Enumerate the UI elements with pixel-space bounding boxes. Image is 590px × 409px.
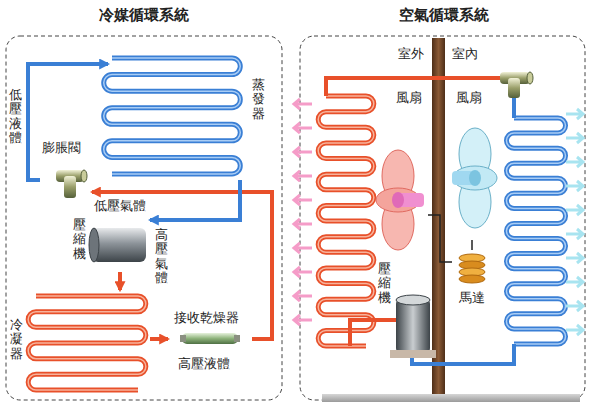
motor-wire	[428, 215, 452, 262]
airflow-arrow	[566, 277, 583, 287]
airflow-arrow	[294, 243, 312, 253]
panel-border	[300, 36, 585, 400]
refrigerant-pipe	[350, 320, 396, 346]
motor-coil	[459, 275, 485, 283]
condenser: 冷凝器	[8, 290, 150, 396]
indoor-fan: 風扇	[450, 88, 505, 240]
valve-stem	[64, 176, 76, 198]
motor: 馬達	[452, 250, 492, 310]
motor-wire	[471, 240, 473, 250]
airflow-arrow	[566, 181, 583, 191]
coil-tube	[318, 96, 374, 346]
compressor: 壓縮機	[376, 258, 432, 358]
airflow-arrow	[294, 291, 312, 301]
coil-tube	[506, 118, 565, 344]
airflow-arrow	[566, 301, 583, 311]
airflow-arrow	[566, 205, 583, 215]
airflow-arrow	[294, 195, 312, 205]
airflow-arrow	[566, 157, 583, 167]
fan-hub	[392, 192, 404, 208]
compressor-top	[396, 295, 430, 305]
panel-title: 冷媒循環系統	[99, 6, 189, 24]
ground	[322, 394, 580, 402]
coil-shine	[318, 96, 374, 346]
refrigerant-pipe	[150, 180, 240, 220]
component-label: 冷凝器	[10, 318, 23, 361]
airflow-arrow	[294, 219, 312, 229]
refrigerant-pipe	[150, 337, 168, 341]
airflow-arrow	[566, 133, 583, 143]
airflow-arrow	[294, 123, 312, 133]
panel-title: 空氣循環系統	[399, 6, 489, 24]
pipe-state-label: 高壓氣體	[155, 228, 168, 285]
pipe-state-label: 高壓液體	[178, 356, 230, 372]
valve-cap	[527, 72, 533, 84]
component-label: 風扇	[456, 90, 482, 106]
component-label: 膨脹閥	[42, 140, 81, 156]
valve-stem	[508, 78, 520, 98]
airflow-arrow	[294, 147, 312, 157]
drier-cap	[180, 335, 186, 342]
coil-group	[28, 58, 565, 390]
refrigerant-pipe	[118, 272, 122, 290]
coil-tube	[104, 58, 241, 174]
airflow-arrow	[294, 171, 312, 181]
airflow-arrow	[294, 315, 312, 325]
drier-tube	[182, 333, 238, 344]
compressor-base	[390, 350, 436, 358]
airflow-arrow	[294, 267, 312, 277]
coil-shine	[28, 296, 146, 390]
fan-blade	[453, 166, 497, 190]
wall	[432, 38, 445, 396]
drier-cap	[234, 335, 240, 342]
coil-shine	[506, 118, 565, 344]
fan-hub	[469, 170, 481, 186]
airflow-arrow	[566, 325, 583, 335]
outdoor-fan: 風扇	[372, 88, 428, 256]
compressor: 壓縮機	[70, 212, 150, 272]
airflow-arrow	[294, 99, 312, 109]
compressor-end	[89, 228, 99, 262]
refrigerant-pipe	[92, 192, 272, 339]
evaporator: 蒸發器	[108, 52, 268, 180]
airflow-arrow	[566, 109, 583, 119]
compressor-body	[92, 228, 146, 262]
component-label: 馬達	[459, 290, 485, 306]
airflow-arrow	[566, 253, 583, 263]
coil-tube	[28, 296, 146, 390]
compressor-body	[396, 300, 430, 352]
component-label: 蒸發器	[252, 78, 265, 121]
component-label: 風扇	[396, 90, 422, 106]
coil-shine	[104, 58, 241, 174]
component-label: 壓縮機	[378, 262, 391, 305]
pipe-state-label: 低壓氣體	[94, 198, 146, 214]
receiver-drier: 接收乾燥器	[168, 310, 252, 350]
component-label: 接收乾燥器	[174, 310, 239, 326]
system-panel: 空氣循環系統風扇風扇壓縮機馬達	[300, 4, 587, 402]
panel-border	[6, 36, 282, 400]
airflow-arrow	[566, 229, 583, 239]
component-label: 壓縮機	[73, 218, 86, 261]
refrigerant-pipe	[28, 64, 108, 180]
expansion-valve: 膨脹閥	[40, 140, 92, 200]
refrigerant-pipe	[512, 96, 516, 118]
region-label: 室內	[452, 46, 478, 62]
region-label: 室外	[398, 46, 424, 62]
pipe-state-label: 低壓液體	[9, 88, 22, 145]
valve-cap	[81, 170, 87, 182]
